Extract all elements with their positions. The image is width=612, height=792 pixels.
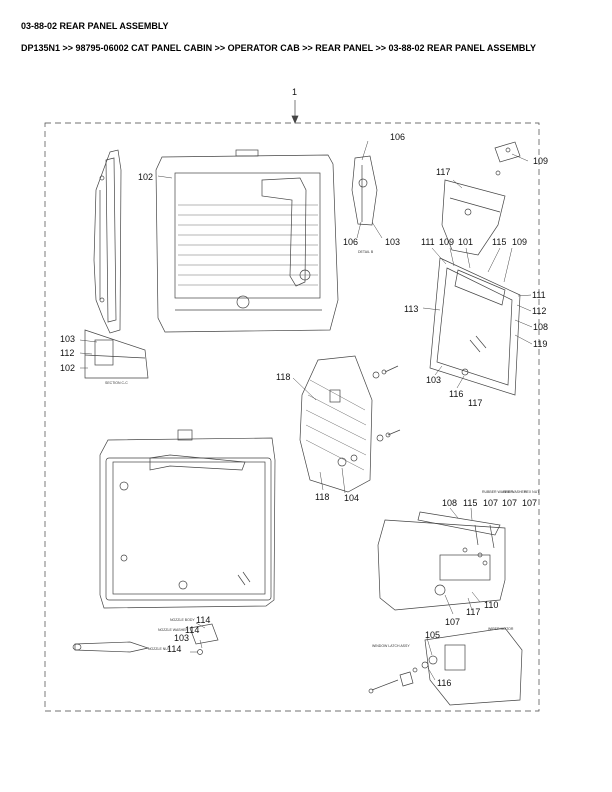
callouts: 1 102 103 112 102 106 106 103 109 117 11…	[60, 87, 548, 688]
callout-label: 107	[502, 498, 517, 508]
callout-label: 109	[439, 237, 454, 247]
diagram-frame	[44, 122, 540, 712]
callout-label: 102	[60, 363, 75, 373]
detail-b-label: DETAIL B	[358, 250, 374, 254]
callout-label: 118	[276, 372, 290, 382]
rear-window-assembly	[429, 257, 521, 396]
callout-label: 109	[512, 237, 527, 247]
breadcrumb: DP135N1 >> 98795-06002 CAT PANEL CABIN >…	[21, 43, 537, 53]
callout-label: 103	[174, 633, 189, 643]
detail-b	[351, 155, 378, 226]
wiper-motor-assembly	[377, 511, 506, 611]
callout-label: 117	[436, 167, 450, 177]
callout-label: 114	[196, 615, 210, 625]
wiper-arm	[72, 641, 150, 653]
callout-label: 109	[533, 156, 548, 166]
callout-label: 103	[426, 375, 441, 385]
section-c-c-label: SECTION C-C	[105, 381, 128, 385]
callout-label: 1	[292, 87, 297, 97]
rear-panel-front-view	[99, 429, 276, 609]
callout-label: 101	[458, 237, 473, 247]
callout-label: 113	[404, 304, 418, 314]
callout-label: 115	[463, 498, 477, 508]
callout-label: 116	[449, 389, 463, 399]
callout-label: 103	[385, 237, 400, 247]
callout-label: 106	[343, 237, 358, 247]
callout-label: 105	[425, 630, 440, 640]
nozzle-washer-label: NOZZLE WASHER	[158, 628, 188, 632]
callout-label: 112	[532, 306, 546, 316]
leader-lines	[79, 140, 533, 681]
nozzle-nut-label: NOZZLE NUT	[148, 647, 171, 651]
callout-label: 111	[421, 237, 435, 247]
small-labels: SECTION C-C DETAIL B NOZZLE BODY NOZZLE …	[105, 250, 540, 651]
callout-label: 115	[492, 237, 506, 247]
nozzle-body-label: NOZZLE BODY	[170, 618, 195, 622]
callout-label: 119	[533, 339, 547, 349]
side-profile-view	[93, 149, 122, 334]
callout-label: 107	[445, 617, 460, 627]
callout-label: 111	[532, 290, 546, 300]
callout-label: 117	[468, 398, 482, 408]
window-latch-label: WINDOW LATCH ASSY	[372, 644, 410, 648]
callout-label: 102	[138, 172, 153, 182]
callout-label: 108	[442, 498, 457, 508]
page-title: 03-88-02 REAR PANEL ASSEMBLY	[21, 21, 169, 31]
callout-label: 107	[483, 498, 498, 508]
callout-label: 114	[185, 625, 199, 635]
callout-label: 112	[60, 348, 74, 358]
rubber-washer-label: RUBBER WASHER	[482, 490, 513, 494]
hex-washer-label: HEX WASHER	[503, 490, 527, 494]
rear-panel-back-view	[155, 149, 339, 333]
hinge-detail	[441, 141, 521, 256]
callout-label: 104	[344, 493, 359, 503]
callout-label: 103	[60, 334, 75, 344]
section-c-c	[84, 329, 149, 379]
callout-label: 106	[390, 132, 405, 142]
callout-label: 114	[167, 644, 181, 654]
callout-label: 110	[484, 600, 498, 610]
callout-label: 118	[315, 492, 329, 502]
callout-label: 107	[522, 498, 537, 508]
callout-label: 116	[437, 678, 451, 688]
callout-label: 117	[466, 607, 480, 617]
center-bracket-panel	[299, 355, 401, 493]
arrow-1-head	[291, 115, 299, 124]
wiper-motor-label: WIPER MOTOR	[488, 627, 514, 631]
hex-nut-label: HEX NUT	[524, 490, 540, 494]
callout-label: 108	[533, 322, 548, 332]
window-latch-assembly	[368, 627, 523, 706]
